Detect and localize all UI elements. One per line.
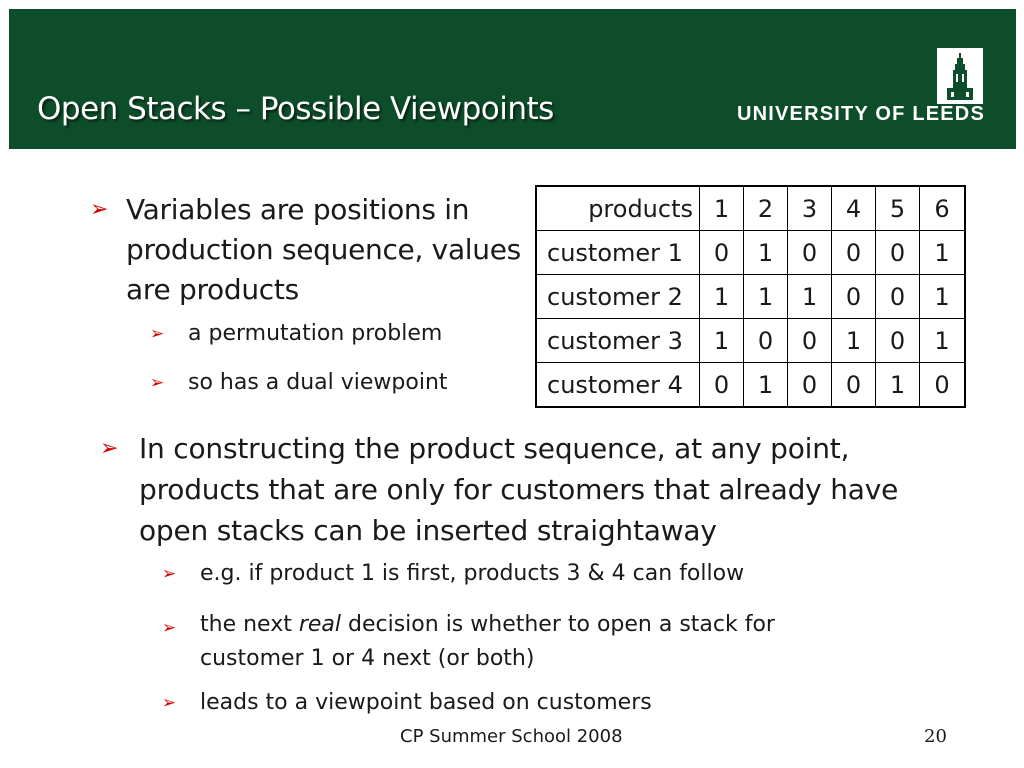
text-post: decision is whether to open a stack for … <box>200 612 775 671</box>
sub-bullet-text: e.g. if product 1 is first, products 3 &… <box>200 561 745 586</box>
table-cell: 0 <box>787 230 832 275</box>
table-cell: 1 <box>919 318 966 363</box>
table-header-cell: 4 <box>831 185 876 231</box>
sub-bullet-text: leads to a viewpoint based on customers <box>200 690 652 715</box>
bullet-arrow-icon: ➢ <box>90 197 109 222</box>
sub-bullet-text: so has a dual viewpoint <box>188 370 448 395</box>
table-header-cell: 5 <box>875 185 920 231</box>
bullet-arrow-icon: ➢ <box>150 324 165 344</box>
table-cell: 1 <box>699 274 744 319</box>
table-cell: 1 <box>743 274 788 319</box>
table-header-cell: 3 <box>787 185 832 231</box>
table-cell: 0 <box>743 318 788 363</box>
university-crest-icon <box>937 48 983 104</box>
table-cell: 0 <box>787 362 832 408</box>
table-cell: 0 <box>787 318 832 363</box>
table-row: customer 4 0 1 0 0 1 0 <box>535 362 966 408</box>
page-number: 20 <box>924 726 947 747</box>
bullet-text: In constructing the product sequence, at… <box>139 432 899 547</box>
emphasis-real: real <box>298 612 342 637</box>
table-cell: 1 <box>743 230 788 275</box>
bullet-arrow-icon: ➢ <box>100 436 119 461</box>
table-cell: 1 <box>919 230 966 275</box>
table-cell: 0 <box>699 362 744 408</box>
table-header-row: products 1 2 3 4 5 6 <box>535 185 966 231</box>
footer-text: CP Summer School 2008 <box>400 726 623 747</box>
table-row: customer 2 1 1 1 0 0 1 <box>535 274 966 319</box>
header-bar: Open Stacks – Possible Viewpoints UNIVER… <box>9 9 1016 149</box>
table-cell: 1 <box>875 362 920 408</box>
row-label: customer 4 <box>535 362 700 408</box>
bullet-text: Variables are positions in production se… <box>126 193 521 306</box>
table-cell: 1 <box>699 318 744 363</box>
table-cell: 0 <box>875 318 920 363</box>
bullet-arrow-icon: ➢ <box>162 693 177 713</box>
table-cell: 0 <box>831 274 876 319</box>
row-label: customer 3 <box>535 318 700 363</box>
table-row: customer 1 0 1 0 0 0 1 <box>535 230 966 275</box>
text-pre: the next <box>200 612 299 637</box>
table-cell: 0 <box>875 230 920 275</box>
university-logo-text: UNIVERSITY OF LEEDS <box>736 103 985 125</box>
table-header-cell: 1 <box>699 185 744 231</box>
row-label: customer 1 <box>535 230 700 275</box>
sub-bullet-text: the next real decision is whether to ope… <box>200 608 880 676</box>
table-header-label: products <box>535 185 700 231</box>
bullet-arrow-icon: ➢ <box>162 618 177 638</box>
table-cell: 1 <box>919 274 966 319</box>
table-cell: 1 <box>787 274 832 319</box>
row-label: customer 2 <box>535 274 700 319</box>
table-cell: 0 <box>831 230 876 275</box>
table-cell: 1 <box>743 362 788 408</box>
table-row: customer 3 1 0 0 1 0 1 <box>535 318 966 363</box>
table-cell: 0 <box>875 274 920 319</box>
slide-title: Open Stacks – Possible Viewpoints <box>37 91 554 127</box>
table-header-cell: 6 <box>919 185 966 231</box>
product-customer-table: products 1 2 3 4 5 6 customer 1 0 1 0 0 … <box>535 185 966 408</box>
sub-bullet-text: a permutation problem <box>188 321 443 346</box>
bullet-arrow-icon: ➢ <box>150 373 165 393</box>
table-cell: 0 <box>831 362 876 408</box>
bullet-arrow-icon: ➢ <box>162 564 177 584</box>
table-cell: 0 <box>699 230 744 275</box>
table-header-cell: 2 <box>743 185 788 231</box>
table-cell: 0 <box>919 362 966 408</box>
table-cell: 1 <box>831 318 876 363</box>
